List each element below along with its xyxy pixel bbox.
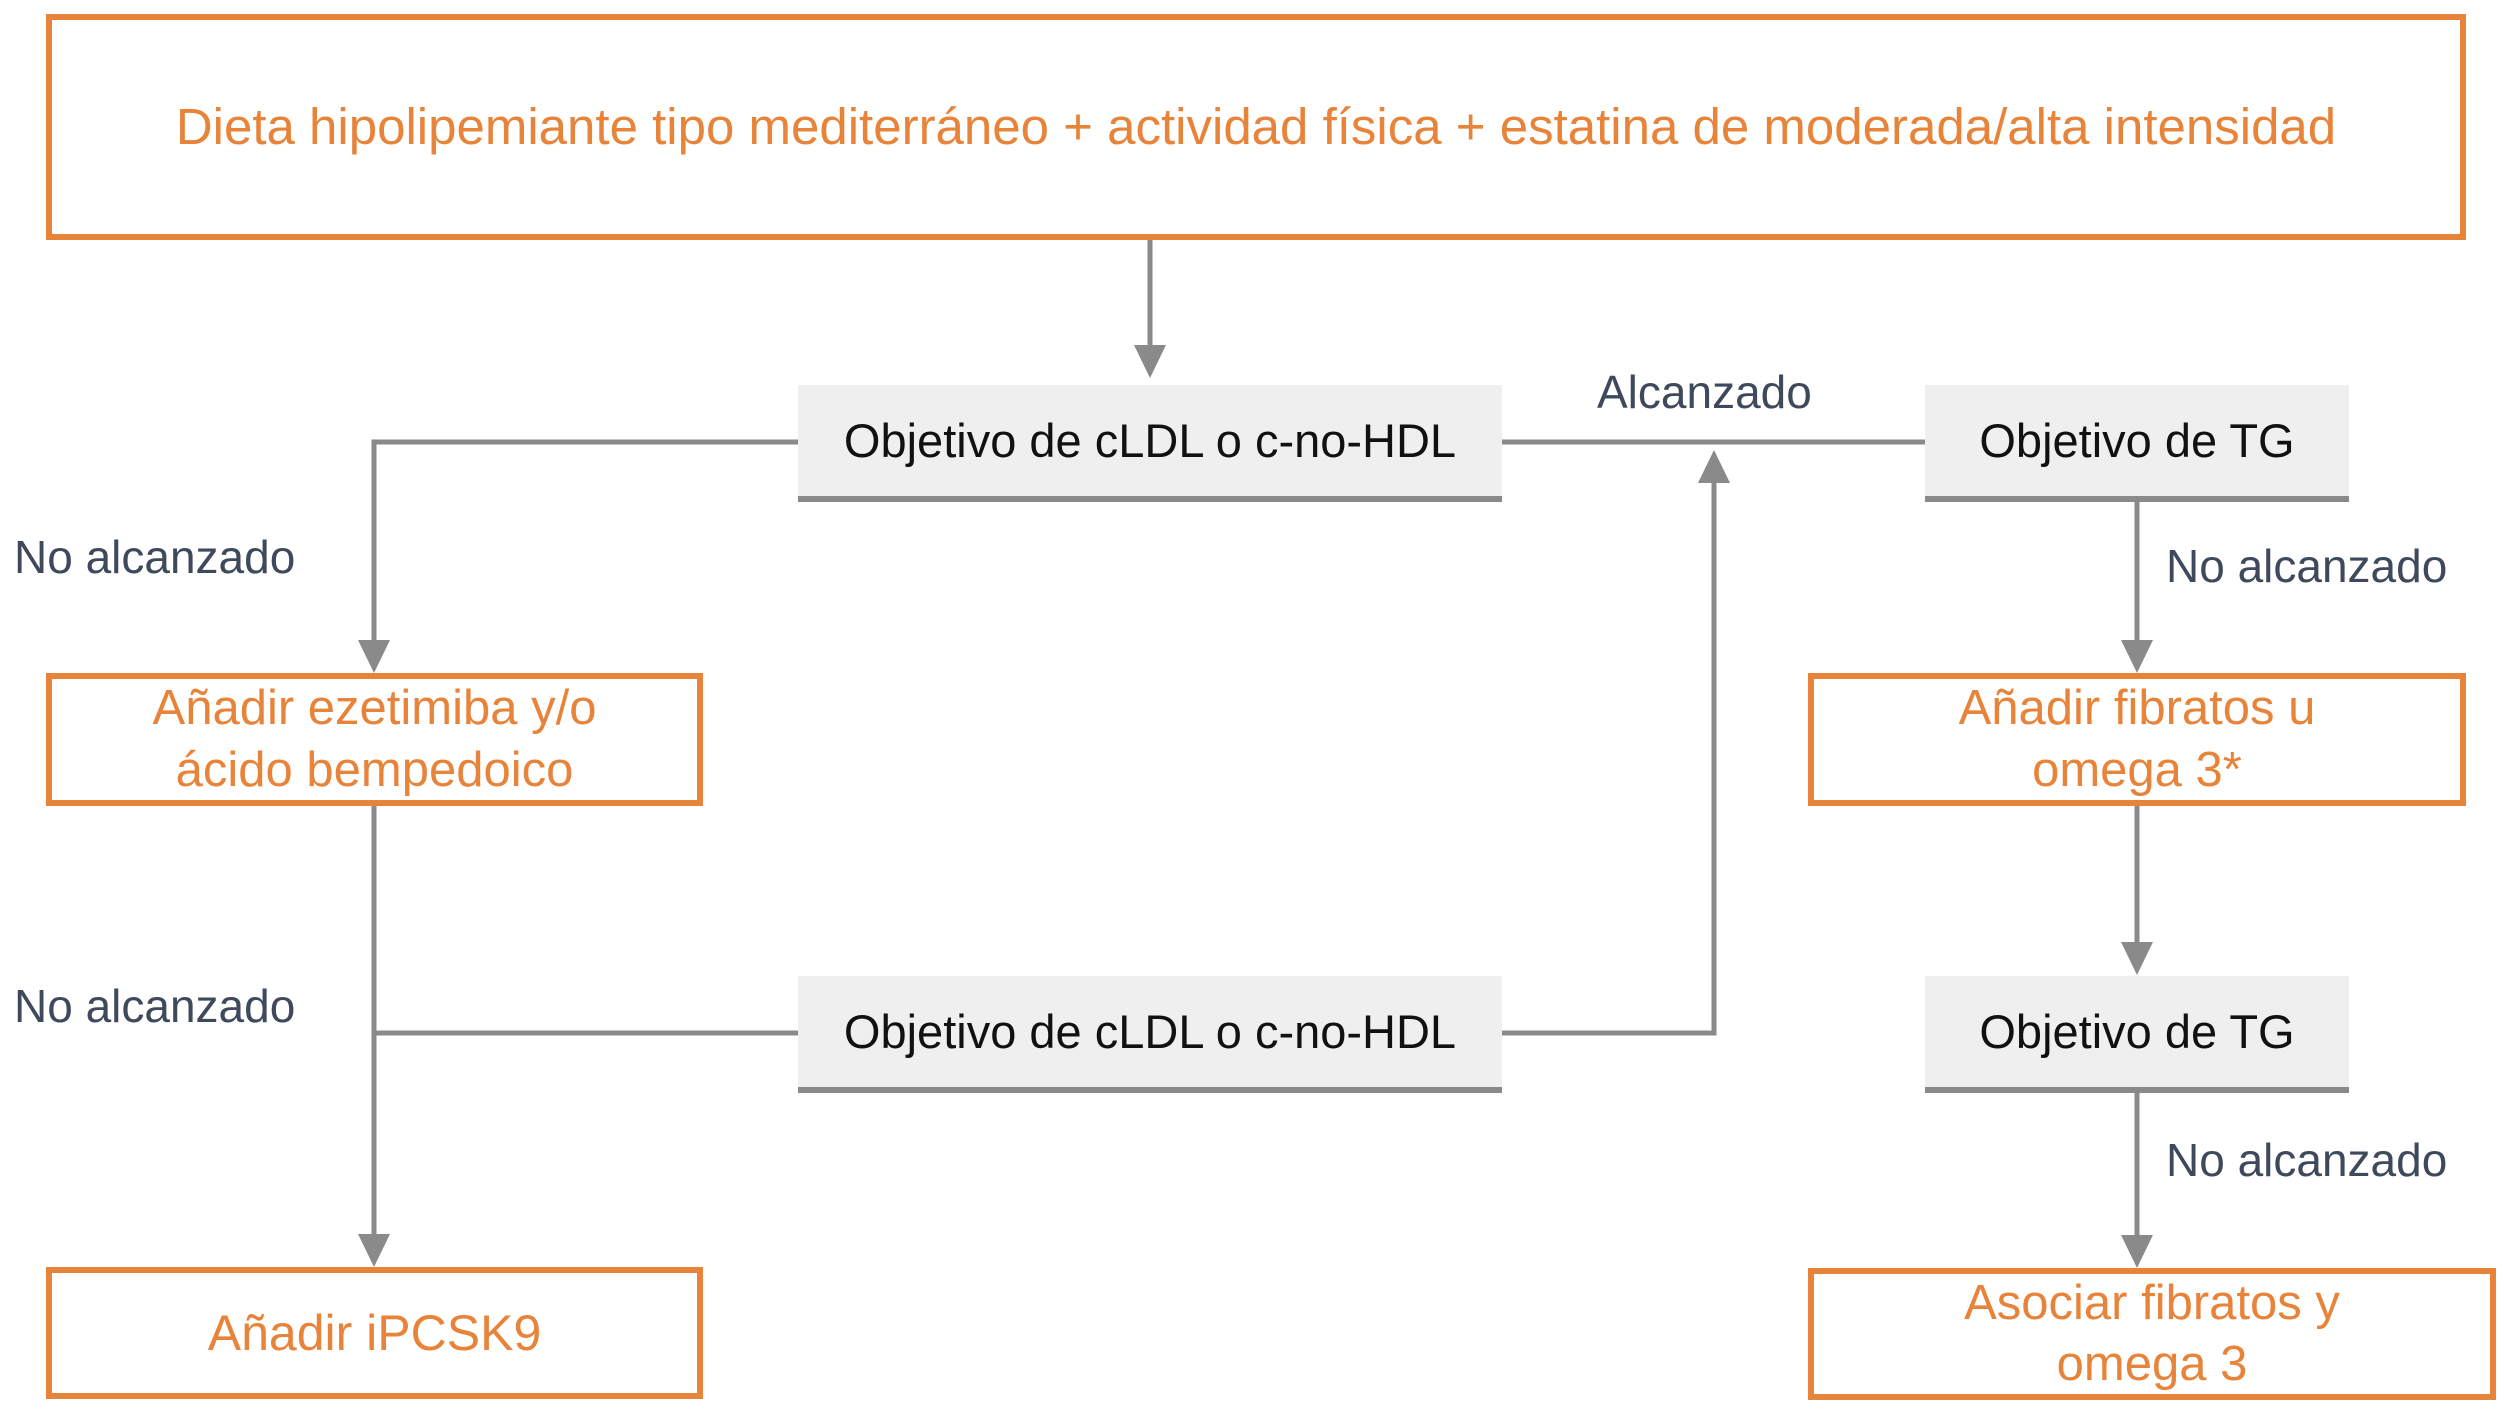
combine-fibrates-line-2: omega 3 [2056,1337,2248,1391]
tg-goal-text-2: Objetivo de TG [1979,1005,2295,1058]
arrowhead-ldl-goal [1134,345,1166,378]
tg-goal-text-1: Objetivo de TG [1979,414,2295,467]
add-ezetimibe-box: Añadir ezetimiba y/o ácido bempedoico [46,673,703,806]
tg-goal-box-1: Objetivo de TG [1925,385,2349,502]
arrowhead-achieved [1698,450,1730,483]
label-not-achieved-2: No alcanzado [14,980,296,1032]
ldl-goal-text-2: Objetivo de cLDL o c-no-HDL [843,1005,1457,1058]
label-not-achieved-3: No alcanzado [2166,540,2448,592]
tg-goal-box-2: Objetivo de TG [1925,976,2349,1093]
label-not-achieved-1: No alcanzado [14,531,296,583]
start-text: Dieta hipolipemiante tipo mediterráneo +… [175,98,2337,156]
add-fibrates-line-1: Añadir fibratos u [1958,681,2316,736]
arrowhead-fibrates [2121,640,2153,673]
connector-ldl-goal-2-to-achieved [1502,475,1717,1036]
ldl-goal-box-2: Objetivo de cLDL o c-no-HDL [798,976,1502,1093]
start-box: Dieta hipolipemiante tipo mediterráneo +… [46,14,2466,240]
add-ipcsk9-text: Añadir iPCSK9 [207,1304,542,1361]
ldl-goal-text-1: Objetivo de cLDL o c-no-HDL [843,414,1457,467]
ldl-goal-box-1: Objetivo de cLDL o c-no-HDL [798,385,1502,502]
combine-fibrates-box: Asociar fibratos y omega 3 [1808,1268,2496,1400]
arrowhead-ezetimibe [358,640,390,673]
combine-fibrates-line-1: Asociar fibratos y [1964,1275,2340,1330]
arrowhead-ipcsk9 [358,1234,390,1267]
label-not-achieved-4: No alcanzado [2166,1134,2448,1186]
add-fibrates-line-2: omega 3* [2032,742,2242,797]
arrowhead-tg-goal-2 [2121,942,2153,975]
add-ipcsk9-box: Añadir iPCSK9 [46,1267,703,1399]
add-fibrates-box: Añadir fibratos u omega 3* [1808,673,2466,806]
label-achieved: Alcanzado [1597,366,1812,418]
add-ezetimibe-line-1: Añadir ezetimiba y/o [152,681,597,736]
connector-ldl-goal-to-ezetimibe [371,439,798,648]
add-ezetimibe-line-2: ácido bempedoico [175,742,574,797]
arrowhead-combine [2121,1235,2153,1268]
